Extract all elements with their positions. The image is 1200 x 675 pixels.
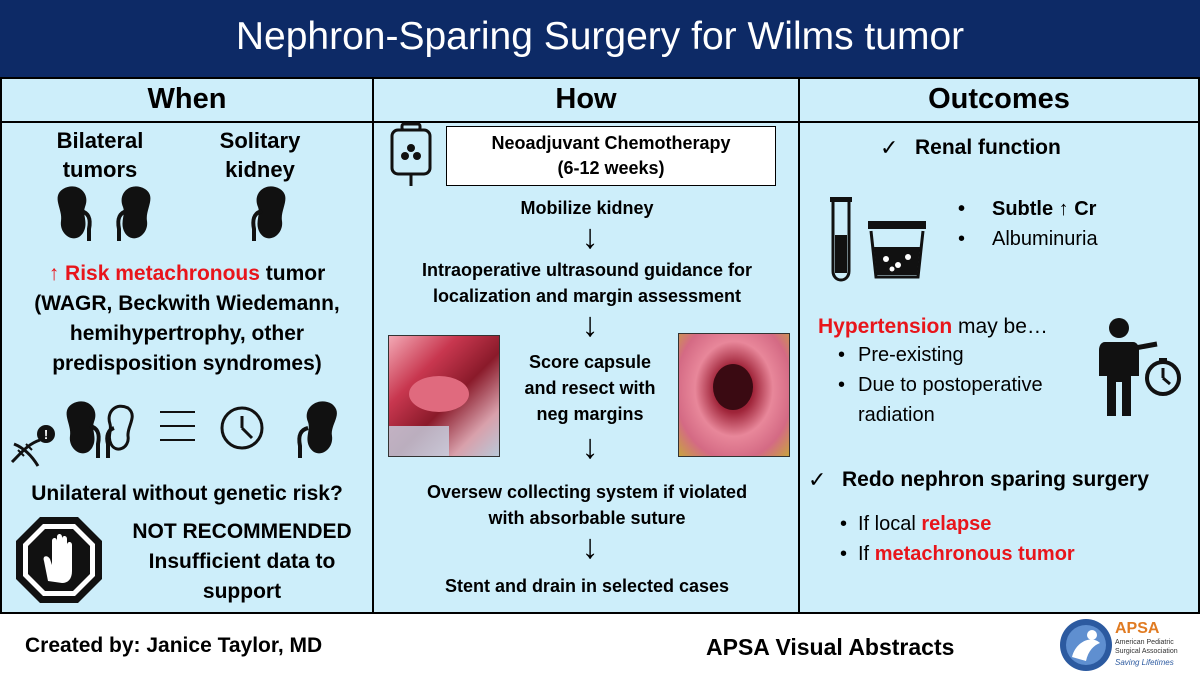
clock-icon — [220, 406, 264, 450]
pre-existing-label: Pre-existing — [858, 344, 964, 366]
bilateral-label: Bilateral — [56, 128, 144, 153]
test-tube-icon — [830, 197, 852, 282]
check-icon-2: ✓ — [808, 467, 827, 492]
syndromes-line-2: hemihypertrophy, other — [69, 322, 305, 345]
kidney-label: kidney — [225, 157, 295, 182]
metachronous-line: If metachronous tumor — [858, 543, 1075, 566]
step-ultrasound-2: localization and margin assessment — [432, 286, 742, 306]
not-recommended-label: NOT RECOMMENDED — [132, 520, 352, 543]
chemo-line-1: Neoadjuvant Chemotherapy — [491, 133, 731, 153]
risk-metachronous-text: Risk metachronous — [65, 262, 260, 285]
outcomes-heading: Outcomes — [800, 79, 1198, 123]
arrow-4: ↓ — [581, 528, 599, 566]
hypertension-text: Hypertension — [818, 315, 953, 338]
dna-warning-icon: ! — [10, 425, 55, 467]
equals-lines — [160, 411, 195, 441]
risk-arrow: ↑ — [48, 262, 60, 285]
bullet-3: • — [838, 344, 846, 366]
step-ultrasound-1: Intraoperative ultrasound guidance for — [421, 260, 753, 280]
apsa-visual-abstracts: APSA Visual Abstracts — [706, 634, 955, 660]
solitary-label: Solitary — [219, 128, 301, 153]
risk-line: ↑ Risk metachronous tumor — [4, 262, 370, 286]
albuminuria-label: Albuminuria — [992, 228, 1098, 250]
bullet-4: • — [838, 374, 846, 396]
metachronous-text: metachronous tumor — [874, 543, 1075, 565]
resection-photo — [678, 333, 790, 457]
surgery-photo — [388, 335, 500, 457]
bullet-2: • — [958, 228, 966, 250]
step-stent: Stent and drain in selected cases — [444, 576, 730, 596]
subtle-cr-label: Subtle ↑ Cr — [992, 198, 1097, 220]
redo-label: Redo nephron sparing surgery — [842, 468, 1149, 491]
tumors-label: tumors — [62, 157, 138, 182]
logo-tagline: Saving Lifetimes — [1115, 658, 1174, 667]
step-score-1: Score capsule — [528, 352, 652, 372]
check-icon-1: ✓ — [880, 135, 899, 160]
chemo-line-2: (6-12 weeks) — [557, 158, 665, 178]
step-score-2: and resect with — [524, 378, 656, 398]
relapse-text: relapse — [921, 513, 992, 535]
person-timer-icon — [1099, 318, 1181, 416]
kidney-outline-icon — [105, 404, 134, 458]
unilateral-question: Unilateral without genetic risk? — [31, 482, 343, 505]
iv-bag-icon — [390, 122, 432, 186]
apsa-logo-icon — [1060, 619, 1112, 671]
bullet-5: • — [840, 513, 848, 535]
if-local-text: If local — [858, 513, 916, 535]
renal-function-label: Renal function — [915, 136, 1061, 159]
hypertension-line: Hypertension may be… — [818, 315, 1048, 339]
postoperative-line-2: radiation — [858, 404, 935, 426]
logo-sub-2: Surgical Association — [1115, 648, 1178, 655]
created-by: Created by: Janice Taylor, MD — [25, 634, 323, 657]
step-oversew-2: with absorbable suture — [488, 508, 686, 528]
risk-icons-row: ! — [10, 401, 337, 467]
insufficient-line-1: Insufficient data to — [148, 550, 336, 573]
solitary-kidney-icon — [251, 186, 286, 241]
insufficient-line-2: support — [202, 580, 282, 603]
bullet-1: • — [958, 198, 966, 220]
step-score-3: neg margins — [536, 404, 644, 424]
syndromes-line-1: (WAGR, Beckwith Wiedemann, — [34, 292, 340, 315]
arrow-1: ↓ — [581, 218, 599, 256]
step-mobilize: Mobilize kidney — [520, 198, 654, 218]
local-relapse-line: If local relapse — [858, 513, 991, 536]
kidney-icon — [66, 401, 101, 458]
may-be-text: may be… — [958, 315, 1048, 338]
bullet-6: • — [840, 543, 848, 565]
arrow-2: ↓ — [581, 306, 599, 344]
kidney-tumor-icon — [297, 401, 337, 458]
bilateral-kidneys-icon — [57, 186, 151, 241]
chemo-box — [446, 126, 776, 186]
step-oversew-1: Oversew collecting system if violated — [426, 482, 748, 502]
stop-hand-icon — [16, 517, 102, 603]
arrow-3: ↓ — [581, 428, 599, 466]
urine-cup-icon — [868, 221, 926, 279]
how-heading: How — [374, 79, 798, 123]
logo-text: APSA — [1115, 620, 1160, 637]
svg-text:!: ! — [44, 427, 48, 442]
when-heading: When — [2, 79, 372, 123]
page-title: Nephron-Sparing Surgery for Wilms tumor — [235, 15, 965, 58]
lab-icons — [830, 197, 926, 282]
if-text: If — [858, 543, 870, 565]
risk-tumor-text: tumor — [265, 262, 326, 285]
syndromes-line-3: predisposition syndromes) — [52, 352, 322, 375]
logo-sub-1: American Pediatric — [1115, 639, 1174, 646]
postoperative-line-1: Due to postoperative — [858, 374, 1043, 396]
